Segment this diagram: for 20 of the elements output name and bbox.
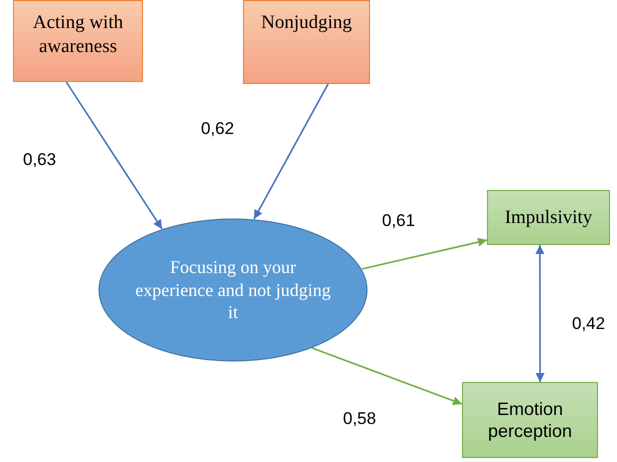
outcome-box <box>462 382 598 458</box>
node-label: Impulsivity <box>504 206 592 230</box>
node-label: Nonjudging <box>261 11 352 35</box>
factor-box <box>243 0 370 84</box>
construct-ellipse <box>98 218 368 362</box>
arrow <box>66 82 163 230</box>
arrow <box>253 84 329 220</box>
node-label: Acting with awareness <box>32 11 124 58</box>
node-label: Focusing on your experience and not judging it <box>134 256 332 324</box>
arrow <box>312 347 462 406</box>
edge-label: 0,61 <box>381 211 416 231</box>
edge-label: 0,58 <box>342 409 378 429</box>
outcome-box <box>487 190 610 245</box>
edge-label: 0,63 <box>22 150 58 170</box>
arrow <box>535 245 545 382</box>
arrow <box>362 238 488 270</box>
factor-box <box>13 0 143 82</box>
edge-label: 0,62 <box>200 119 236 139</box>
edge-label: 0,42 <box>571 314 606 334</box>
node-label: Emotion perception <box>486 398 574 442</box>
